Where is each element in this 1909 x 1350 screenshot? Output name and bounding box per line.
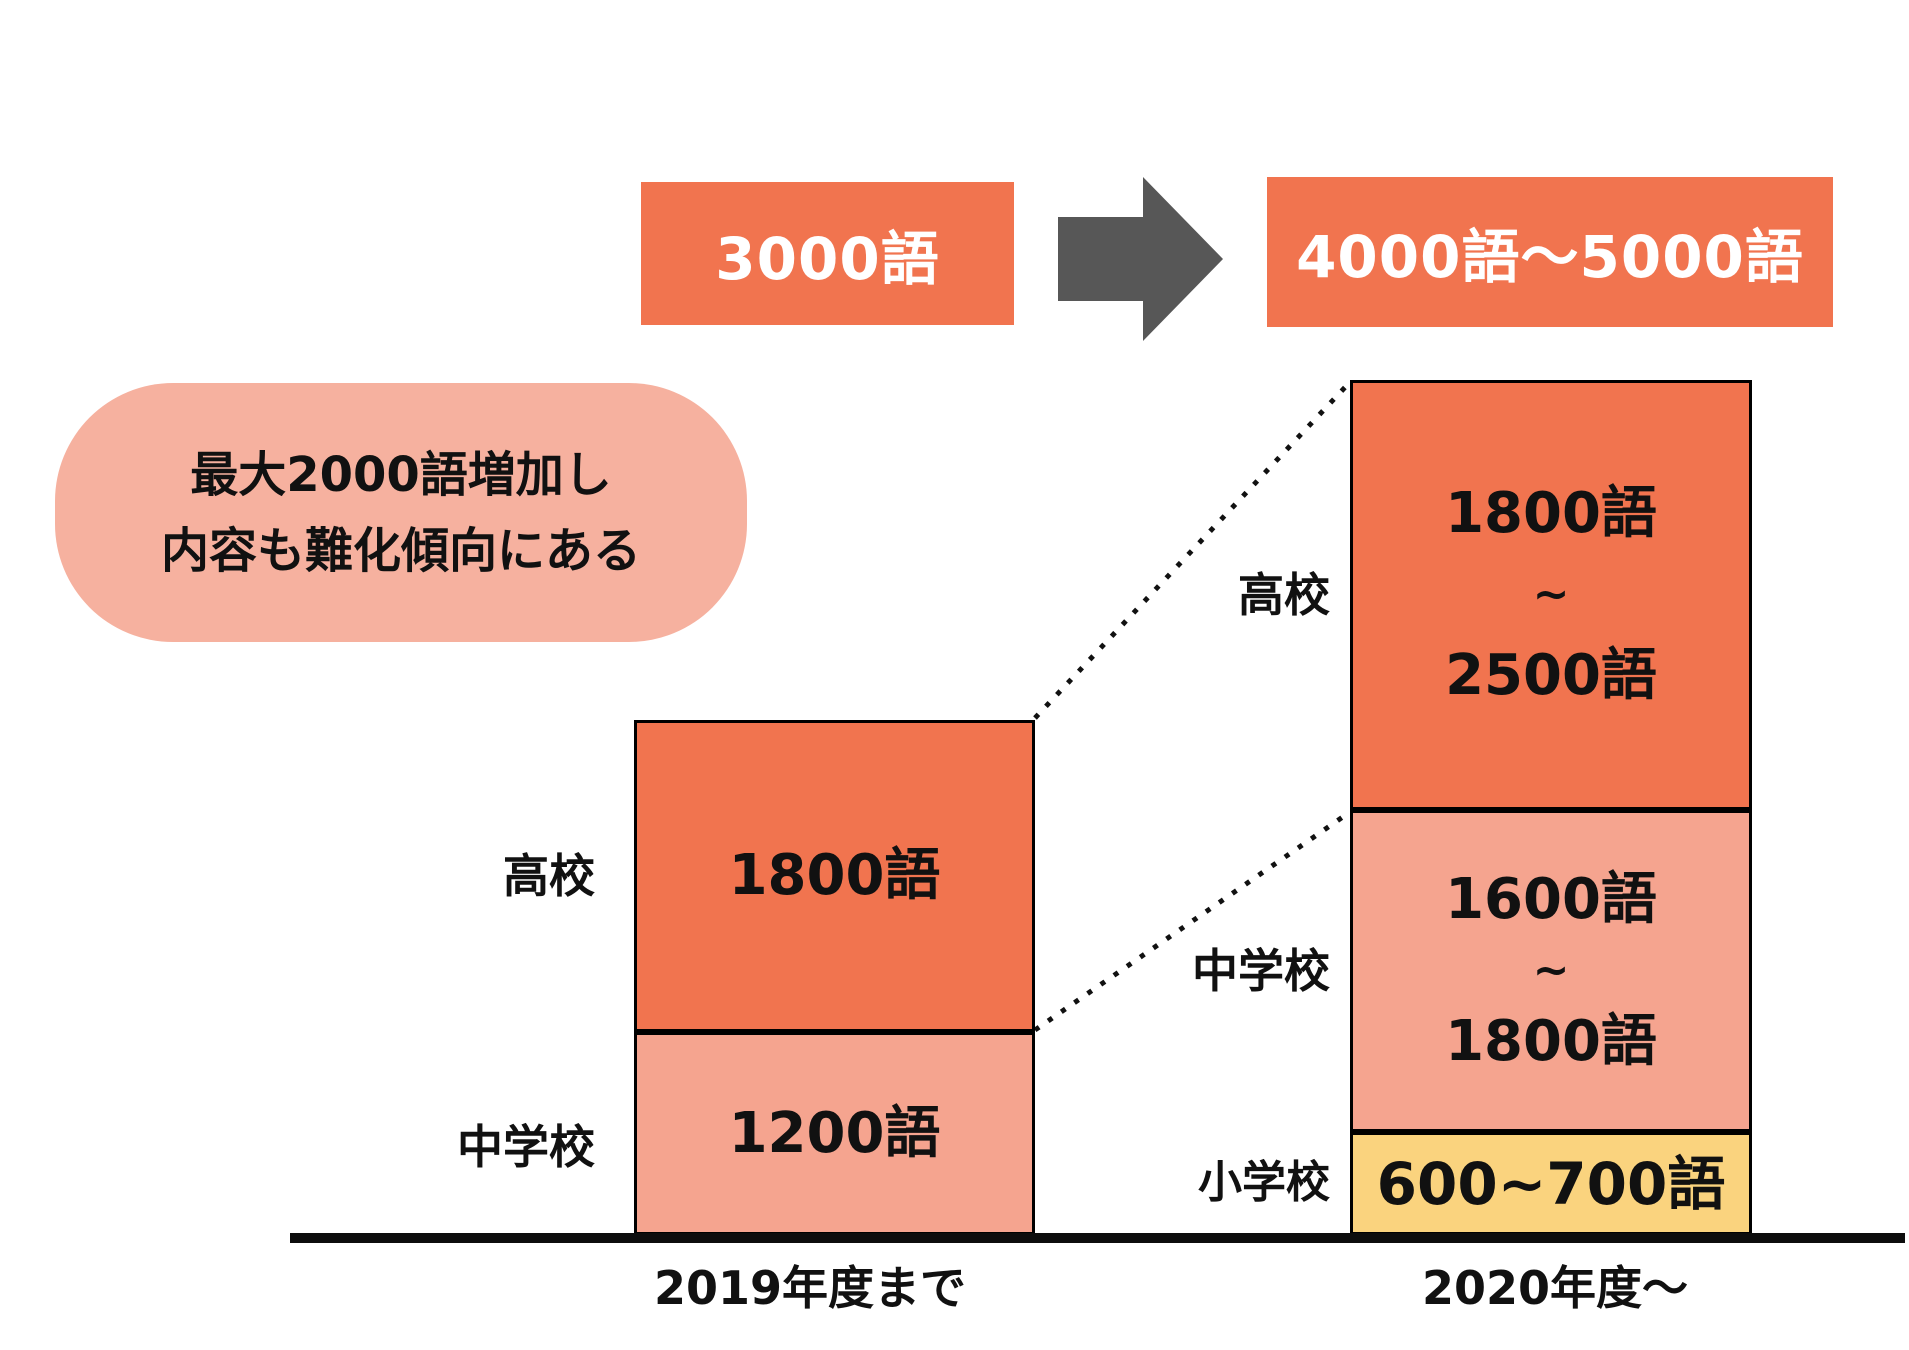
right-bar-segment-juniorhigh: 1600語 ~ 1800語 bbox=[1350, 810, 1752, 1132]
right-bar-juniorhigh-min: 1600語 bbox=[1445, 867, 1657, 932]
before-total-label: 3000語 bbox=[715, 224, 940, 293]
right-bar-highschool-tilde: ~ bbox=[1532, 569, 1570, 620]
left-bar-juniorhigh-value: 1200語 bbox=[728, 1100, 941, 1166]
right-bar-segment-highschool: 1800語 ~ 2500語 bbox=[1350, 380, 1752, 810]
left-bar-segment-highschool: 1800語 bbox=[634, 720, 1035, 1032]
right-bar-segment-elementary: 600~700語 bbox=[1350, 1132, 1752, 1235]
left-bar-segment-juniorhigh: 1200語 bbox=[634, 1032, 1035, 1235]
right-bar-highschool-max: 2500語 bbox=[1445, 643, 1657, 708]
right-bar-juniorhigh-tilde: ~ bbox=[1532, 945, 1570, 996]
before-total-box: 3000語 bbox=[641, 182, 1014, 325]
connector-top-dotted-line bbox=[1033, 380, 1352, 720]
callout-bubble: 最大2000語増加し 内容も難化傾向にある bbox=[55, 383, 747, 642]
callout-line-2: 内容も難化傾向にある bbox=[160, 522, 641, 579]
after-total-label: 4000語〜5000語 bbox=[1296, 223, 1804, 291]
left-bar-label-juniorhigh: 中学校 bbox=[457, 1120, 595, 1174]
right-bar-elementary-value: 600~700語 bbox=[1376, 1149, 1726, 1218]
right-bar-label-elementary: 小学校 bbox=[1198, 1157, 1330, 1208]
axis-label-2019: 2019年度まで bbox=[653, 1261, 967, 1315]
left-bar-label-highschool: 高校 bbox=[503, 849, 595, 903]
right-bar-label-highschool: 高校 bbox=[1238, 568, 1330, 622]
callout-line-1: 最大2000語増加し bbox=[190, 446, 612, 503]
after-total-box: 4000語〜5000語 bbox=[1267, 177, 1833, 327]
right-bar-juniorhigh-max: 1800語 bbox=[1445, 1009, 1657, 1074]
left-bar-highschool-value: 1800語 bbox=[728, 843, 941, 908]
x-axis-line bbox=[290, 1233, 1905, 1243]
axis-label-2020: 2020年度〜 bbox=[1421, 1261, 1689, 1315]
right-bar-label-juniorhigh: 中学校 bbox=[1192, 944, 1330, 998]
right-bar-highschool-min: 1800語 bbox=[1445, 481, 1657, 546]
arrow-right-icon bbox=[1058, 177, 1223, 341]
